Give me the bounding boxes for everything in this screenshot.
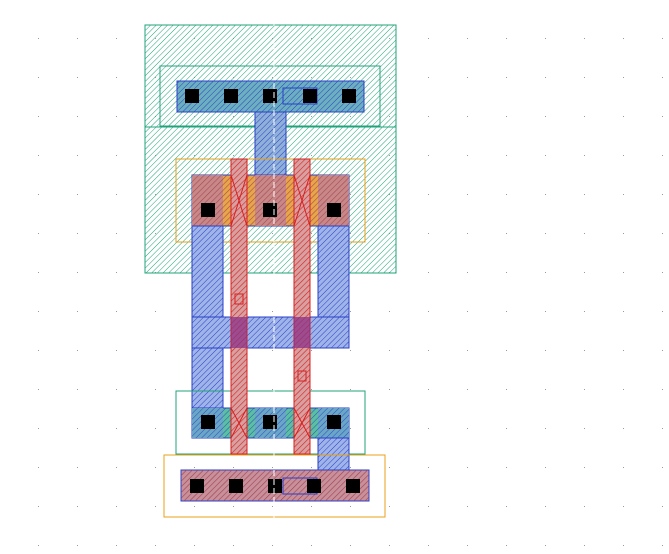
contact xyxy=(346,479,360,493)
nselect-outline xyxy=(175,390,366,455)
bottom-rail-contacts xyxy=(190,479,360,493)
contact xyxy=(327,415,341,429)
bottom-power-rail xyxy=(180,469,370,502)
pmos-diffusion xyxy=(191,174,350,227)
contact xyxy=(263,89,277,103)
contact xyxy=(263,415,277,429)
metal-horizontal-link xyxy=(191,316,350,349)
contact xyxy=(229,479,243,493)
poly-gate-2 xyxy=(293,158,311,455)
contact xyxy=(342,89,356,103)
contact xyxy=(201,203,215,217)
contact xyxy=(327,203,341,217)
pselect-outline xyxy=(175,158,366,243)
contact xyxy=(224,89,238,103)
poly-gate-1 xyxy=(230,158,248,455)
contact xyxy=(190,479,204,493)
contact xyxy=(303,89,317,103)
contact xyxy=(307,479,321,493)
top-rail-contacts xyxy=(185,89,356,103)
contact xyxy=(268,479,282,493)
contact xyxy=(263,203,277,217)
contact xyxy=(201,415,215,429)
contact xyxy=(185,89,199,103)
